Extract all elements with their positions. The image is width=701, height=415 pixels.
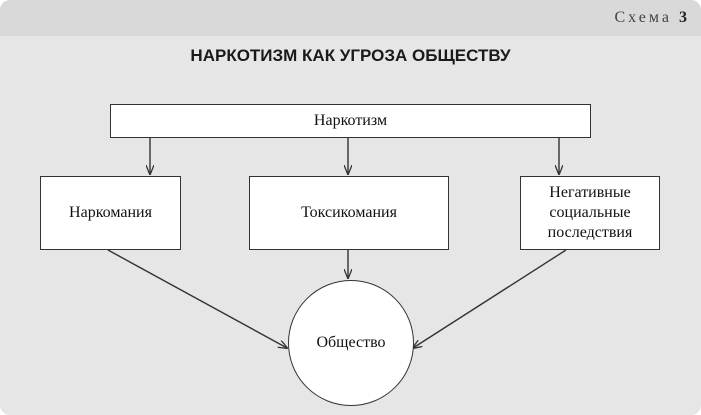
node-addiction: Наркомания (40, 176, 181, 250)
scheme-number: 3 (679, 9, 687, 26)
scheme-label-text: Схема (614, 9, 672, 26)
diagram-title: НАРКОТИЗМ КАК УГРОЗА ОБЩЕСТВУ (190, 46, 511, 65)
arrow-social-consequences-to-society (413, 249, 567, 348)
header-bar: Схема 3 (0, 0, 701, 36)
scheme-label: Схема 3 (615, 9, 688, 27)
node-root: Наркотизм (110, 104, 591, 138)
arrow-addiction-to-society (107, 249, 287, 348)
node-society: Общество (288, 280, 414, 406)
node-substance-abuse: Токсикомания (249, 176, 449, 250)
node-social-consequences: Негативные социальные последствия (520, 176, 660, 250)
